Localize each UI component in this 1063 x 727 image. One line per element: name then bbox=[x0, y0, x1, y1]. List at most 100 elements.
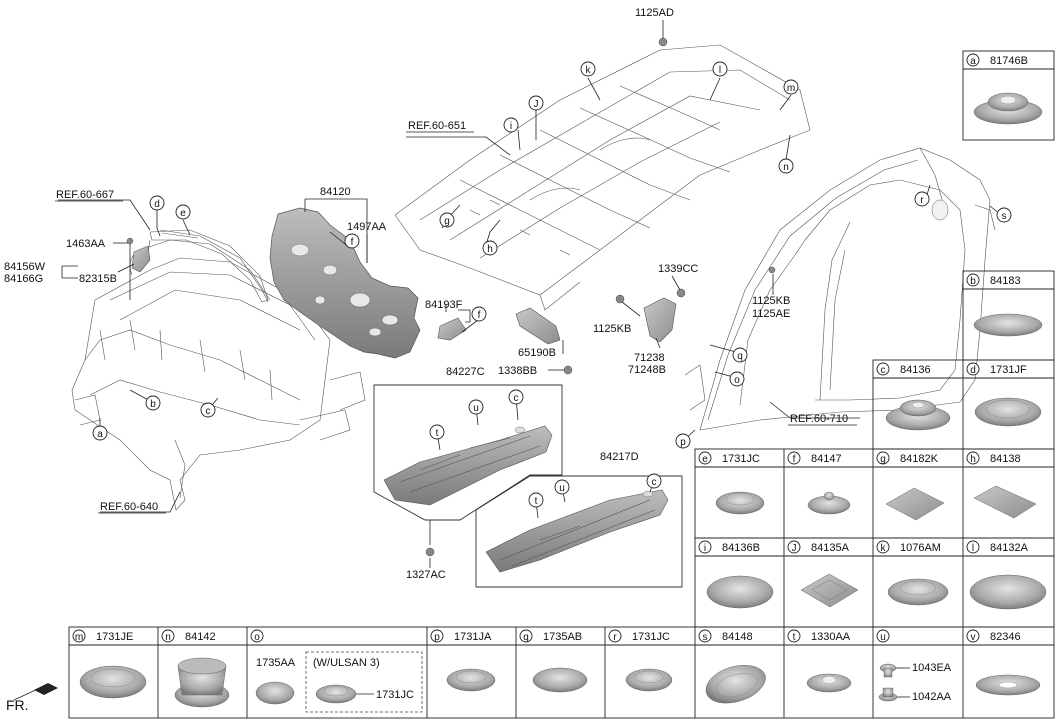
label-ref-60-651: REF.60-651 bbox=[408, 120, 466, 132]
legend-cell-J: J 84135A bbox=[787, 540, 850, 554]
front-arrow-icon bbox=[34, 683, 58, 695]
legend-cell-t: t 1330AA bbox=[787, 629, 851, 643]
ref-circle-k: k bbox=[580, 61, 596, 77]
label-84217d: 84217D bbox=[600, 451, 639, 463]
svg-text:f: f bbox=[793, 454, 796, 465]
ref-circle-n: n bbox=[778, 158, 794, 174]
label-ref-60-710: REF.60-710 bbox=[790, 413, 848, 425]
legend-cell-u: u 1043EA 1042AA bbox=[876, 629, 952, 703]
ref-circle-p: p bbox=[675, 433, 691, 449]
bolt-1327ac-drawing bbox=[425, 547, 435, 557]
part-65190b-drawing bbox=[515, 307, 561, 345]
svg-text:t: t bbox=[535, 496, 538, 507]
label-1497aa: 1497AA bbox=[347, 221, 387, 233]
ref-circle-a: a bbox=[92, 425, 108, 441]
svg-text:84148: 84148 bbox=[722, 631, 753, 643]
svg-text:f: f bbox=[351, 237, 354, 248]
undercover-84227c-drawing bbox=[383, 425, 553, 506]
bracket-71238-drawing bbox=[643, 297, 677, 343]
callout-labels: 1125AD REF.60-651 REF.60-667 84120 1497A… bbox=[4, 7, 848, 713]
svg-text:1076AM: 1076AM bbox=[900, 542, 941, 554]
svg-text:J: J bbox=[792, 543, 797, 554]
svg-text:1043EA: 1043EA bbox=[912, 662, 952, 674]
label-1463aa: 1463AA bbox=[66, 238, 106, 250]
label-84227c: 84227C bbox=[446, 366, 485, 378]
nut-1339cc-drawing bbox=[676, 288, 686, 298]
ulsan-variant-box bbox=[305, 651, 423, 713]
ref-circle-d: d bbox=[149, 195, 165, 211]
ref-circle-g: g bbox=[439, 212, 455, 228]
svg-text:1731JC: 1731JC bbox=[376, 689, 414, 701]
svg-text:u: u bbox=[880, 632, 886, 643]
svg-text:s: s bbox=[703, 632, 708, 643]
ref-circle-f: f bbox=[344, 233, 360, 249]
ref-circle-u2: u bbox=[554, 479, 570, 495]
svg-text:p: p bbox=[434, 632, 440, 643]
front-structure-drawing bbox=[71, 229, 366, 511]
label-ref-60-667: REF.60-667 bbox=[56, 189, 114, 201]
group-84227c-outline bbox=[373, 384, 563, 521]
legend-cell-q: q 1735AB bbox=[519, 629, 582, 643]
svg-text:g: g bbox=[444, 216, 450, 227]
svg-text:u: u bbox=[473, 403, 479, 414]
legend-cell-r: r 1731JC bbox=[608, 629, 670, 643]
label-84156w: 84156W bbox=[4, 261, 46, 273]
label-1125ad: 1125AD bbox=[635, 7, 674, 19]
undercover-84217d-drawing bbox=[485, 489, 669, 573]
ref-circle-m: m bbox=[783, 79, 799, 95]
svg-text:84183: 84183 bbox=[990, 275, 1021, 287]
svg-text:b: b bbox=[970, 276, 976, 287]
svg-text:e: e bbox=[702, 454, 708, 465]
svg-text:n: n bbox=[783, 162, 789, 173]
svg-text:(W/ULSAN 3): (W/ULSAN 3) bbox=[313, 657, 380, 669]
label-front: FR. bbox=[6, 697, 29, 713]
svg-text:h: h bbox=[487, 244, 493, 255]
svg-text:g: g bbox=[880, 454, 886, 465]
svg-text:84138: 84138 bbox=[990, 453, 1021, 465]
legend-grid-lines bbox=[68, 50, 1055, 719]
svg-text:p: p bbox=[680, 437, 686, 448]
svg-text:84136: 84136 bbox=[900, 364, 931, 376]
svg-text:h: h bbox=[970, 454, 976, 465]
svg-text:l: l bbox=[972, 543, 974, 554]
label-84166g: 84166G bbox=[4, 273, 43, 285]
legend-cell-a: a 81746B bbox=[966, 53, 1028, 67]
svg-text:82346: 82346 bbox=[990, 631, 1021, 643]
svg-text:r: r bbox=[613, 632, 617, 643]
cowl-piece-drawing bbox=[149, 229, 269, 303]
svg-text:m: m bbox=[75, 632, 83, 643]
ref-circle-c1: c bbox=[508, 389, 524, 405]
legend-cell-v: v 82346 bbox=[966, 629, 1021, 643]
legend-headers: a 81746B b 84183 c 84136 d 1731JF e 1731… bbox=[72, 53, 1029, 703]
svg-text:84182K: 84182K bbox=[900, 453, 939, 465]
svg-text:l: l bbox=[719, 65, 721, 76]
legend-cell-e: e 1731JC bbox=[698, 451, 760, 465]
svg-text:c: c bbox=[206, 406, 211, 417]
svg-text:k: k bbox=[881, 543, 887, 554]
svg-text:t: t bbox=[436, 428, 439, 439]
svg-text:1731JE: 1731JE bbox=[96, 631, 133, 643]
bracket-84156w-drawing bbox=[131, 245, 151, 273]
ref-circle-b: b bbox=[145, 395, 161, 411]
legend-part-drawings bbox=[79, 92, 1047, 708]
diagram-reference-circles: d e f f g h i J k l m n r s q o p a b c … bbox=[92, 61, 1012, 508]
svg-text:i: i bbox=[510, 121, 512, 132]
svg-text:84147: 84147 bbox=[811, 453, 842, 465]
label-1125kb-right: 1125KB bbox=[752, 295, 790, 307]
svg-text:i: i bbox=[704, 543, 706, 554]
ref-circle-s: s bbox=[996, 207, 1012, 223]
legend-cell-n: n 84142 bbox=[161, 629, 216, 643]
svg-text:1330AA: 1330AA bbox=[811, 631, 851, 643]
bolt-1125kb-drawing bbox=[615, 294, 625, 304]
legend-cell-k: k 1076AM bbox=[876, 540, 941, 554]
legend-cell-f: f 84147 bbox=[787, 451, 842, 465]
svg-text:o: o bbox=[734, 375, 740, 386]
svg-text:q: q bbox=[523, 632, 529, 643]
svg-text:s: s bbox=[1002, 211, 1007, 222]
ref-circle-f2: f bbox=[471, 306, 487, 322]
label-84120: 84120 bbox=[320, 186, 351, 198]
legend-cell-l: l 84132A bbox=[966, 540, 1029, 554]
label-71238: 71238 bbox=[634, 352, 665, 364]
ref-circle-c2: c bbox=[646, 473, 662, 489]
label-1125ae: 1125AE bbox=[752, 308, 790, 320]
